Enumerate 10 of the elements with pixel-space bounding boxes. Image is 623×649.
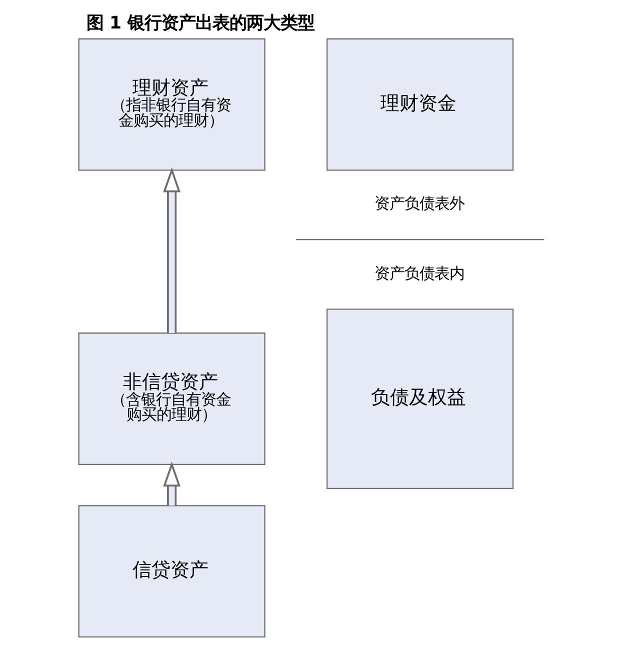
- node-box: 理财资产 （指非银行自有资金购买的理财）: [78, 38, 266, 171]
- node-box: 非信贷资产 （含银行自有资金购买的理财）: [78, 332, 266, 465]
- arrow: [163, 462, 181, 506]
- label: 资产负债表内: [374, 264, 465, 282]
- node-box: 负债及权益: [326, 308, 514, 489]
- node-box: 理财资金: [326, 38, 514, 171]
- arrow: [163, 167, 181, 333]
- node-box: 信贷资产: [78, 505, 266, 638]
- diagram-title: 图 1 银行资产出表的两大类型: [86, 14, 315, 34]
- label: 资产负债表外: [374, 194, 465, 212]
